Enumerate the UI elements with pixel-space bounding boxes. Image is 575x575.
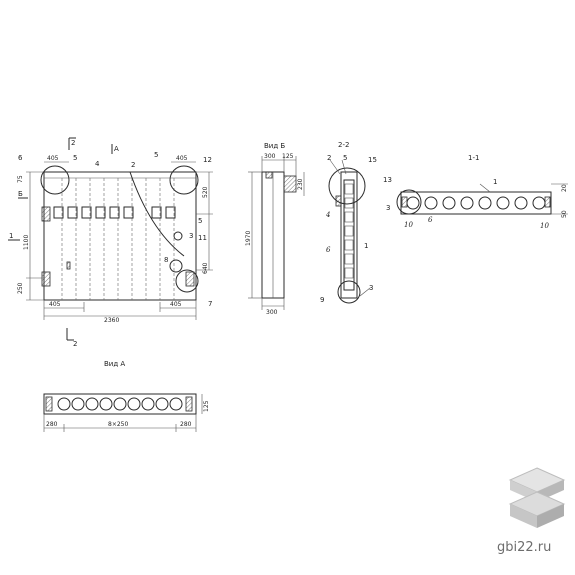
dim-2360: 2360 [104, 317, 119, 324]
detail-circle-8 [169, 259, 183, 273]
loop-element [66, 261, 71, 270]
dim-75: 75 [17, 175, 24, 183]
embed-plate-left-bottom [41, 271, 51, 287]
label-2-2-callout-5: 5 [343, 154, 347, 162]
label-callout-6: 6 [18, 154, 23, 162]
dim-405-top-right: 405 [176, 155, 188, 162]
label-1-1-callout-6: 6 [428, 216, 433, 224]
detail-circle-3 [173, 231, 183, 241]
label-2-2-callout-9: 9 [320, 296, 324, 304]
dim-20: 20 [561, 184, 568, 192]
view-a [43, 393, 203, 432]
label-callout-4: 4 [95, 160, 100, 168]
label-2-2-callout-3: 3 [369, 284, 373, 292]
label-1-1-callout-3: 3 [386, 204, 390, 212]
hollow-cores [406, 196, 546, 210]
openings-row [53, 206, 176, 219]
dim-8x250: 8×250 [108, 421, 128, 428]
title-section-2-2: 2-2 [338, 141, 349, 149]
detail-circle-7 [175, 269, 199, 293]
title-view-b: Вид Б [264, 142, 285, 150]
label-section-2-bottom: 2 [73, 340, 77, 348]
label-callout-11: 11 [198, 234, 207, 242]
dim-230: 230 [297, 178, 304, 190]
dim-520: 520 [202, 186, 209, 198]
side-view-b [248, 156, 305, 310]
break-curve [129, 171, 185, 257]
embed-plate-left-top [41, 206, 51, 222]
label-2-2-callout-4: 4 [325, 211, 330, 219]
dim-405-bottom-left: 405 [49, 301, 61, 308]
label-B-arrow: Б [18, 190, 23, 198]
detail-circle-9 [337, 280, 361, 304]
dim-280-left: 280 [46, 421, 58, 428]
label-callout-5-right: 5 [154, 151, 158, 159]
label-2-2-callout-6: 6 [326, 246, 331, 254]
section-1-1 [396, 183, 568, 215]
label-callout-8: 8 [164, 256, 168, 264]
embed-plate-right-bottom [185, 271, 195, 287]
dim-125-view-a: 125 [203, 400, 210, 412]
front-view [8, 137, 213, 341]
label-2-2-callout-15: 15 [368, 156, 377, 164]
label-section-1: 1 [9, 232, 13, 240]
dim-300-top: 300 [264, 153, 276, 160]
label-2-2-callout-2: 2 [327, 154, 331, 162]
dim-1100: 1100 [23, 235, 30, 250]
detail-circle-13 [396, 189, 422, 215]
title-section-1-1: 1-1 [468, 154, 479, 162]
label-1-1-callout-1: 1 [493, 178, 497, 186]
label-callout-7: 7 [208, 300, 212, 308]
label-callout-5-left: 5 [73, 154, 77, 162]
label-1-1-callout-10-left: 10 [404, 221, 413, 229]
label-callout-5b: 5 [198, 217, 202, 225]
section-2-2 [328, 159, 371, 304]
dim-280-right: 280 [180, 421, 192, 428]
detail-circle-12 [169, 165, 199, 195]
section-2-2-cells [344, 183, 354, 279]
detail-circle-6 [40, 165, 70, 195]
label-callout-12: 12 [203, 156, 212, 164]
dim-1970: 1970 [245, 231, 252, 246]
dim-640: 640 [202, 262, 209, 274]
label-A-arrow: А [114, 145, 119, 153]
label-callout-2: 2 [131, 161, 135, 169]
label-2-2-callout-1: 1 [364, 242, 368, 250]
detail-circle-15 [328, 167, 366, 205]
label-section-2-top: 2 [71, 139, 75, 147]
label-callout-3: 3 [189, 232, 193, 240]
dim-250: 250 [17, 282, 24, 294]
view-a-cores [57, 397, 183, 411]
site-watermark: gbi22.ru [497, 540, 552, 555]
dim-405-top-left: 405 [47, 155, 59, 162]
label-1-1-callout-13: 13 [383, 176, 392, 184]
dim-50: 50 [561, 210, 568, 218]
dim-125: 125 [282, 153, 294, 160]
title-view-a: Вид А [104, 360, 125, 368]
label-1-1-callout-10-right: 10 [540, 222, 549, 230]
dim-405-bottom-right: 405 [170, 301, 182, 308]
dim-300-bottom: 300 [266, 309, 278, 316]
ribs [61, 178, 175, 300]
site-logo-icon [508, 467, 566, 528]
